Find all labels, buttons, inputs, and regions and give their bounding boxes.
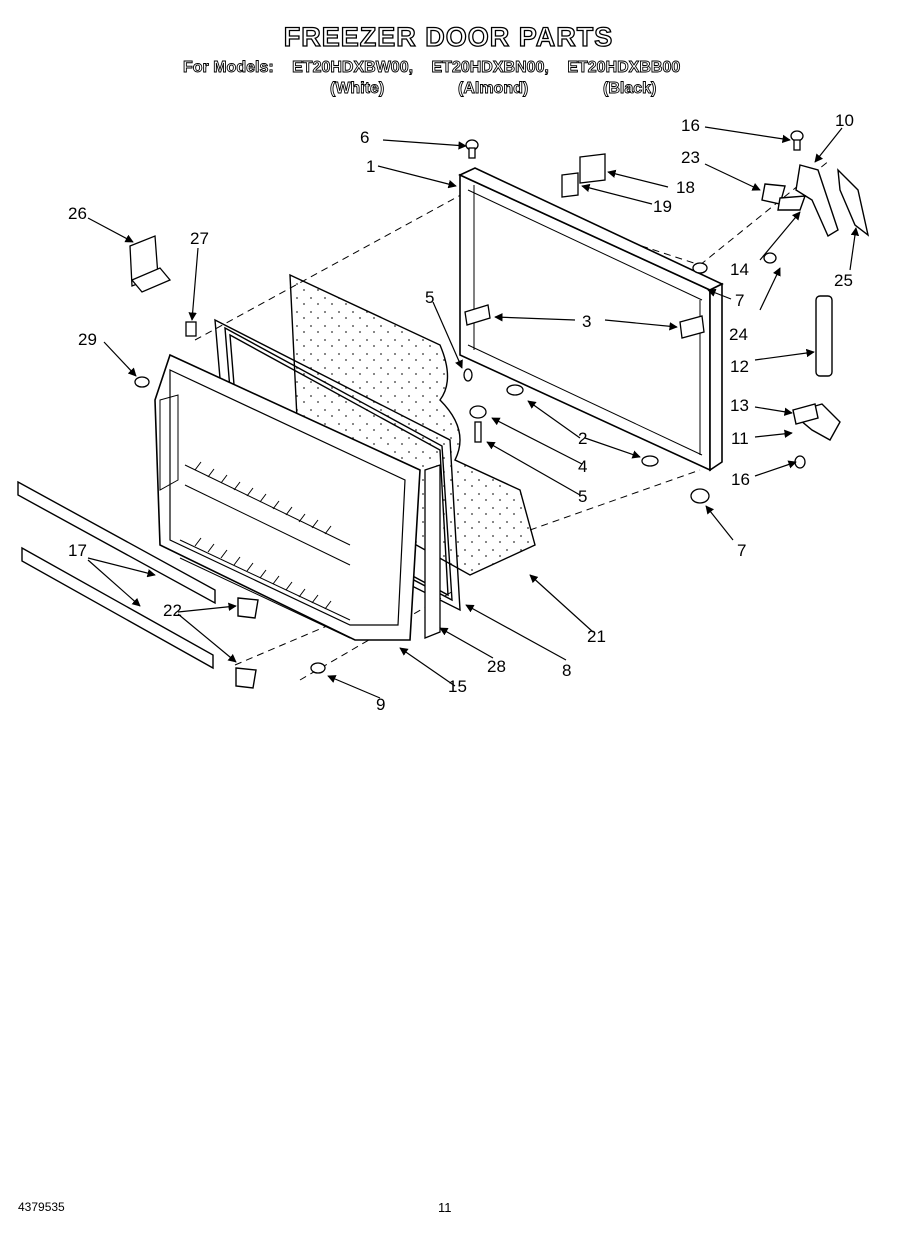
callout-3: 3 bbox=[582, 312, 591, 331]
variant-almond: (Almond) bbox=[458, 80, 529, 98]
callout-17: 17 bbox=[68, 541, 87, 560]
callout-6: 6 bbox=[360, 128, 369, 147]
callout-29: 29 bbox=[78, 330, 97, 349]
part-5-screw bbox=[474, 421, 482, 443]
document-number: 4379535 bbox=[18, 1200, 65, 1214]
variant-black: (Black) bbox=[603, 80, 657, 98]
callout-4: 4 bbox=[578, 457, 587, 476]
callout-19: 19 bbox=[653, 197, 672, 216]
model-list: For Models: ET20HDXBW00, ET20HDXBN00, ET… bbox=[183, 59, 694, 77]
callout-25: 25 bbox=[834, 271, 853, 290]
model-number-almond: ET20HDXBN00, bbox=[431, 59, 549, 77]
callout-2: 2 bbox=[578, 429, 587, 448]
callout-9: 9 bbox=[376, 695, 385, 714]
callout-27: 27 bbox=[190, 229, 209, 248]
part-7-cap-bottom bbox=[690, 488, 710, 504]
page-number: 11 bbox=[438, 1200, 452, 1215]
hinge-assembly bbox=[761, 164, 870, 441]
small-parts bbox=[129, 130, 806, 674]
part-19-label bbox=[561, 172, 579, 198]
callout-5-top: 5 bbox=[425, 288, 434, 307]
callout-1: 1 bbox=[366, 157, 375, 176]
callout-11: 11 bbox=[731, 429, 749, 448]
part-4-washer bbox=[469, 405, 487, 419]
callout-12: 12 bbox=[730, 357, 749, 376]
leader-lines bbox=[87, 126, 860, 699]
callout-7-bottom: 7 bbox=[737, 541, 746, 560]
part-5-spring-top bbox=[463, 368, 473, 382]
door-inner-liner bbox=[154, 353, 421, 641]
callout-10: 10 bbox=[835, 111, 854, 130]
part-3-block-left bbox=[464, 304, 491, 326]
liner-shelves bbox=[179, 461, 351, 639]
callout-13: 13 bbox=[730, 396, 749, 415]
part-3-block-right bbox=[679, 315, 705, 339]
callout-8: 8 bbox=[562, 661, 571, 680]
page-title: FREEZER DOOR PARTS bbox=[283, 21, 614, 52]
door-outer-panel bbox=[458, 167, 724, 472]
variant-white: (White) bbox=[330, 80, 385, 98]
handle-trims bbox=[17, 480, 259, 689]
callout-16-top: 16 bbox=[681, 116, 700, 135]
callout-28: 28 bbox=[487, 657, 506, 676]
part-2-foot-right bbox=[641, 455, 659, 467]
callout-22: 22 bbox=[163, 601, 182, 620]
callout-labels: 1 2 3 4 5 5 6 7 7 8 9 10 11 12 13 14 15 … bbox=[68, 111, 854, 714]
part-24-screw bbox=[763, 252, 777, 264]
model-number-black: ET20HDXBB00 bbox=[567, 59, 681, 77]
callout-21: 21 bbox=[587, 627, 606, 646]
callout-16-bottom: 16 bbox=[731, 470, 750, 489]
part-18-label bbox=[579, 153, 606, 184]
callout-24: 24 bbox=[729, 325, 748, 344]
part-2-foot-left bbox=[506, 384, 524, 396]
part-7-cap-top bbox=[692, 262, 708, 274]
callout-5-bottom: 5 bbox=[578, 487, 587, 506]
callout-18: 18 bbox=[676, 178, 695, 197]
part-27-strip bbox=[185, 321, 197, 337]
part-29-screw bbox=[134, 376, 150, 388]
part-28-strip bbox=[424, 464, 441, 639]
part-9-screw bbox=[310, 662, 326, 674]
callout-23: 23 bbox=[681, 148, 700, 167]
callout-26: 26 bbox=[68, 204, 87, 223]
callout-7-top: 7 bbox=[735, 291, 744, 310]
model-number-white: ET20HDXBW00, bbox=[292, 59, 414, 77]
part-16-screw-bottom bbox=[794, 455, 806, 469]
callout-15: 15 bbox=[448, 677, 467, 696]
callout-14: 14 bbox=[730, 260, 749, 279]
models-label: For Models: bbox=[183, 59, 275, 77]
